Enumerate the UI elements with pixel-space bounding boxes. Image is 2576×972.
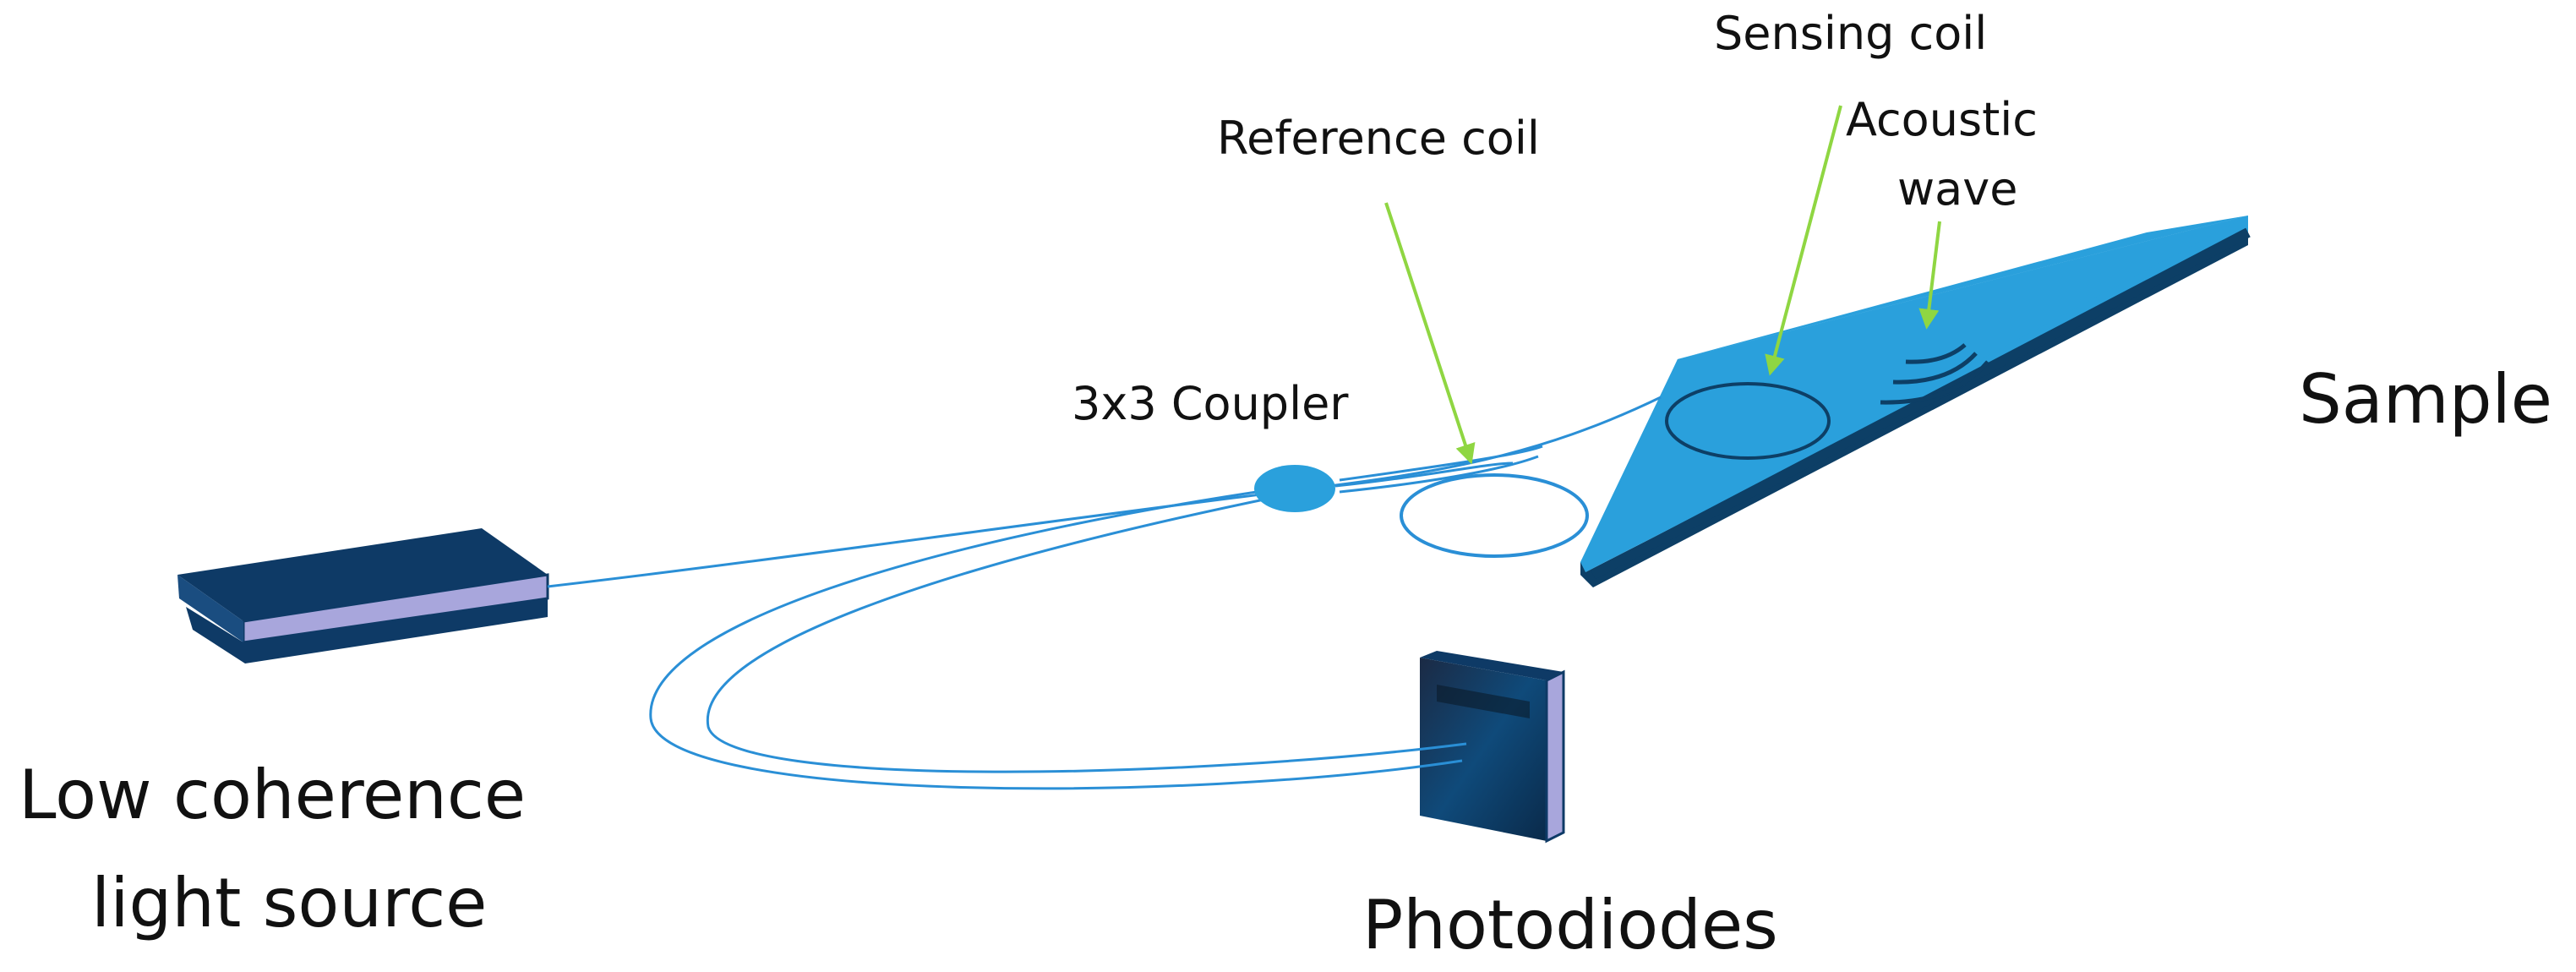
acoustic-wave-label-line2: wave [1897,162,2017,216]
reference-coil-label: Reference coil [1217,112,1540,165]
sample-plate [1580,216,2251,587]
photodiodes-label: Photodiodes [1362,886,1778,964]
reference-coil-arrow [1384,202,1476,465]
optical-fibers [547,396,1662,790]
reference-coil [1400,473,1589,558]
acoustic-wave-arrow [1918,221,1941,330]
light-source-label-line1: Low coherence [19,756,526,834]
sensing-coil [1665,382,1831,460]
coupler-label: 3x3 Coupler [1072,377,1349,430]
photodiode-device [1420,651,1565,844]
sensing-coil-arrow [1765,105,1842,376]
sensing-coil-label: Sensing coil [1714,7,1987,60]
sample-label: Sample [2299,360,2552,439]
acoustic-wave-label-line1: Acoustic [1846,93,2038,146]
light-source-device [177,528,549,663]
light-source-label-line2: light source [91,864,487,942]
coupler-node [1254,465,1335,512]
acoustic-wave-icon [1880,343,1989,405]
